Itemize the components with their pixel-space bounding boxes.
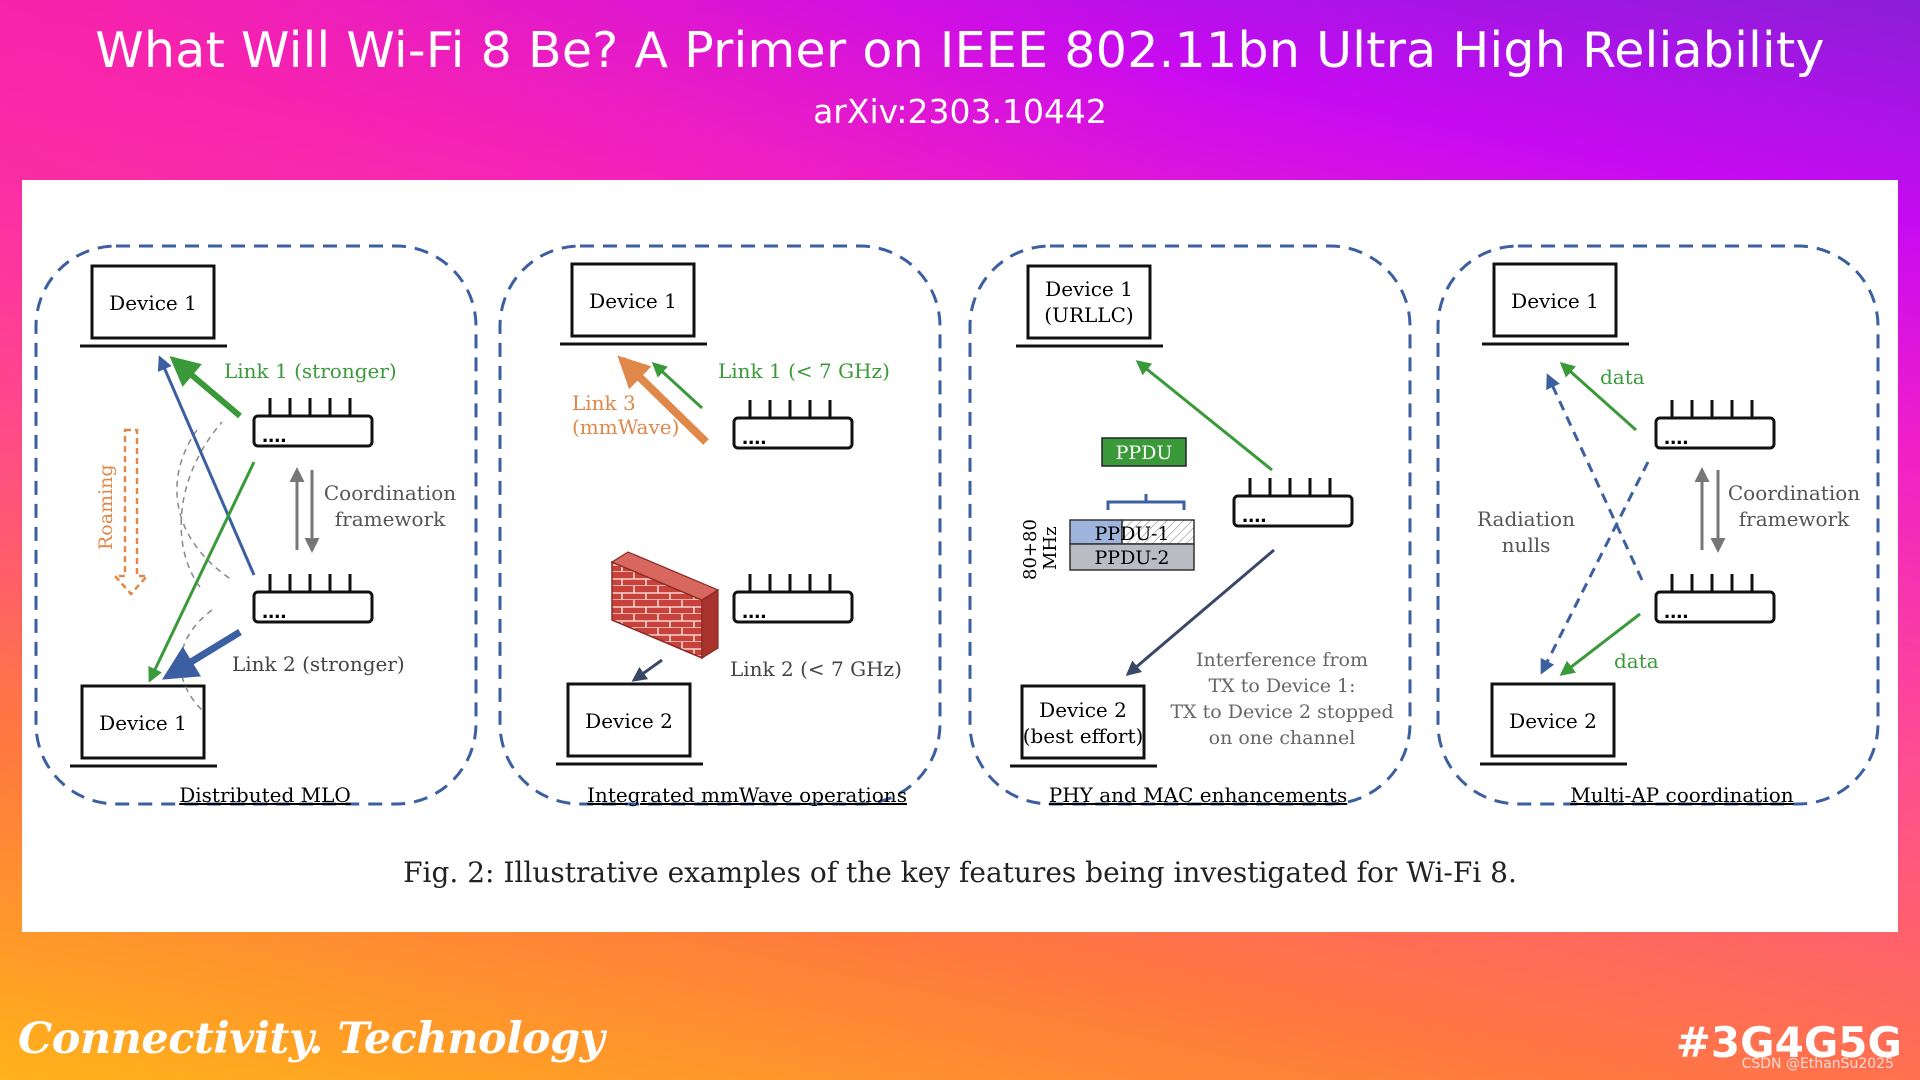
device-label-line2: (best effort)	[1023, 724, 1144, 748]
device-label: Device 1	[1511, 289, 1599, 313]
panel-border	[1436, 244, 1880, 806]
svg-text:....: ....	[1664, 598, 1688, 623]
svg-text:....: ....	[742, 598, 766, 623]
access-point-2: ....	[1654, 574, 1776, 624]
panel-phy-mac: Device 1 (URLLC) Device 2 (best effort) …	[968, 244, 1412, 807]
link2-arrow	[631, 658, 663, 682]
svg-text:....: ....	[1664, 424, 1688, 449]
data-label-top: data	[1600, 365, 1645, 389]
panel-distributed-mlo: Device 1 Device 1 .... ....	[34, 244, 478, 807]
footer-hashtag: #3G4G5G	[1675, 1018, 1902, 1067]
slide-subtitle: arXiv:2303.10442	[813, 92, 1107, 131]
panel-title: Integrated mmWave operations	[587, 783, 907, 807]
access-point-1: ....	[1654, 400, 1776, 450]
panel-integrated-mmwave: Device 1 Device 2 .... .... Link 1 (< 7 …	[498, 244, 942, 807]
device-label: Device 2	[585, 709, 673, 733]
svg-text:....: ....	[262, 422, 286, 447]
ppdu1-fill-box	[1069, 519, 1123, 545]
device-label-line2: (URLLC)	[1044, 303, 1133, 327]
link3-label-line1: Link 3	[572, 391, 636, 415]
link1-label: Link 1 (< 7 GHz)	[718, 359, 890, 383]
data-arrow	[1559, 612, 1641, 676]
figure-diagram: Device 1 Device 1 .... ....	[34, 244, 1880, 807]
interference-line3: TX to Device 2 stopped	[1170, 701, 1393, 723]
link-arrow	[157, 355, 256, 576]
link3-arrow	[617, 355, 709, 445]
link-arrow	[1135, 360, 1273, 472]
link3-label-line2: (mmWave)	[572, 415, 679, 439]
laptop-top: Device 1	[80, 264, 227, 348]
device-label: Device 1	[589, 289, 677, 313]
svg-text:....: ....	[742, 424, 766, 449]
figure-caption: Fig. 2: Illustrative examples of the key…	[403, 856, 1517, 889]
laptop-top: Device 1	[560, 262, 707, 346]
brick-wall-icon	[610, 551, 720, 660]
access-point-2: ....	[732, 574, 854, 624]
roaming-label: Roaming	[95, 464, 117, 550]
figure-panel: Device 1 Device 1 .... ....	[22, 180, 1898, 932]
link-arrow	[1125, 548, 1275, 676]
access-point-1: ....	[252, 398, 374, 448]
svg-text:....: ....	[262, 598, 286, 623]
laptop-bottom: Device 2	[1480, 682, 1627, 766]
radiation-label-line1: Radiation	[1477, 507, 1575, 531]
ppdu2-label: PPDU-2	[1095, 547, 1170, 569]
interference-line4: on one channel	[1209, 727, 1356, 749]
interference-line1: Interference from	[1196, 649, 1368, 671]
device-label: Device 1	[99, 711, 187, 735]
bandwidth-label-line2: MHz	[1040, 526, 1061, 570]
access-point: ....	[1232, 478, 1354, 528]
access-point-2: ....	[252, 574, 374, 624]
panel-title: PHY and MAC enhancements	[1049, 783, 1347, 807]
device-label-line1: Device 1	[1045, 277, 1133, 301]
roaming-arrow: Roaming	[95, 428, 150, 596]
radiation-null-arrow	[1546, 373, 1644, 581]
panel-title: Distributed MLO	[179, 783, 351, 807]
device-label: Device 2	[1509, 709, 1597, 733]
interference-line2: TX to Device 1:	[1208, 675, 1355, 697]
link-arrow	[148, 461, 256, 683]
laptop-bottom: Device 2 (best effort)	[1010, 684, 1157, 768]
ppdu-label: PPDU	[1116, 442, 1173, 464]
coordination-label-line1: Coordination	[1728, 481, 1860, 505]
panel-border	[34, 244, 478, 806]
device-label: Device 1	[109, 291, 197, 315]
bandwidth-label-line1: 80+80	[1020, 519, 1041, 580]
data-label-bottom: data	[1614, 649, 1659, 673]
ppdu-box	[1101, 437, 1187, 467]
coordination-label-line2: framework	[1739, 507, 1850, 531]
ppdu-brace	[1106, 494, 1186, 510]
dashed-path	[180, 421, 223, 588]
link1-arrow	[169, 356, 242, 419]
laptop-top: Device 1 (URLLC)	[1016, 264, 1163, 348]
link1-label: Link 1 (stronger)	[224, 359, 397, 383]
slide-title: What Will Wi-Fi 8 Be? A Primer on IEEE 8…	[95, 22, 1825, 79]
link2-label: Link 2 (stronger)	[232, 652, 405, 676]
panel-border	[498, 244, 942, 806]
link2-arrow	[162, 629, 242, 680]
laptop-bottom: Device 2	[556, 682, 703, 766]
panel-border	[968, 244, 1412, 806]
svg-text:....: ....	[1242, 502, 1266, 527]
ppdu2-box	[1069, 543, 1195, 571]
panel-multi-ap: Device 1 Device 2 .... .... data	[1436, 244, 1880, 807]
footer-tagline: Connectivity. Technology	[18, 1014, 605, 1064]
radiation-null-arrow	[1540, 461, 1650, 675]
watermark: CSDN @EthanSu2025	[1741, 1056, 1894, 1072]
laptop-top: Device 1	[1482, 262, 1629, 346]
access-point-1: ....	[732, 400, 854, 450]
coordination-label-line2: framework	[335, 507, 446, 531]
laptop-bottom: Device 1	[70, 684, 217, 768]
link1-arrow	[651, 361, 704, 410]
coordination-label-line1: Coordination	[324, 481, 456, 505]
data-arrow	[1559, 362, 1637, 432]
panel-title: Multi-AP coordination	[1570, 783, 1794, 807]
radiation-label-line2: nulls	[1502, 533, 1551, 557]
link2-label: Link 2 (< 7 GHz)	[730, 657, 902, 681]
device-label-line1: Device 2	[1039, 698, 1127, 722]
ppdu1-label: PPDU-1	[1095, 523, 1170, 545]
